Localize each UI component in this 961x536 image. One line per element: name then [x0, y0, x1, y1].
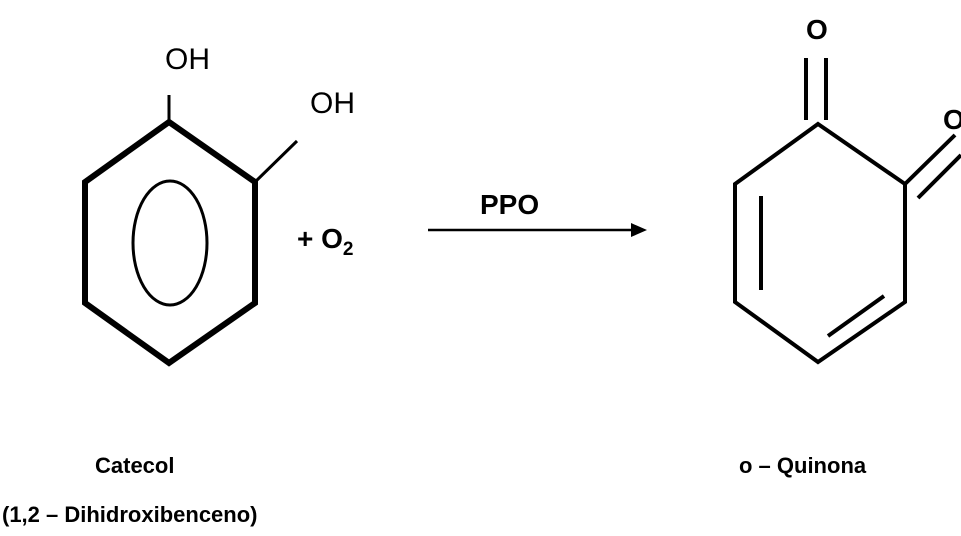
- quinone-oxygen-top-label: O: [806, 14, 828, 45]
- catechol-structure: OH OH: [82, 43, 355, 367]
- reactant-name: Catecol: [95, 453, 174, 478]
- oxygen-plus-text: + O: [297, 223, 343, 254]
- quinone-inner-double-bond-bottom: [826, 294, 886, 338]
- catechol-oh-top-label: OH: [165, 43, 210, 76]
- catechol-aromatic-circle: [131, 179, 209, 307]
- oxygen-reagent-label: + O2: [297, 223, 354, 260]
- catechol-oh-right-bond: [253, 139, 299, 184]
- quinone-structure: O O: [733, 14, 961, 365]
- reaction-arrow-head: [631, 223, 647, 237]
- quinone-carbonyl-right-bond-1: [903, 133, 957, 186]
- reaction-arrow: PPO: [428, 189, 647, 237]
- product-name: o – Quinona: [739, 453, 867, 478]
- enzyme-label: PPO: [480, 189, 539, 220]
- quinone-carbonyl-right-bond-2: [916, 153, 961, 200]
- catechol-benzene-ring: [82, 118, 258, 367]
- oxygen-subscript: 2: [343, 239, 354, 260]
- catechol-oh-right-label: OH: [310, 87, 355, 120]
- reactant-iupac-name: (1,2 – Dihidroxibenceno): [2, 502, 258, 527]
- quinone-oxygen-right-label: O: [943, 104, 961, 135]
